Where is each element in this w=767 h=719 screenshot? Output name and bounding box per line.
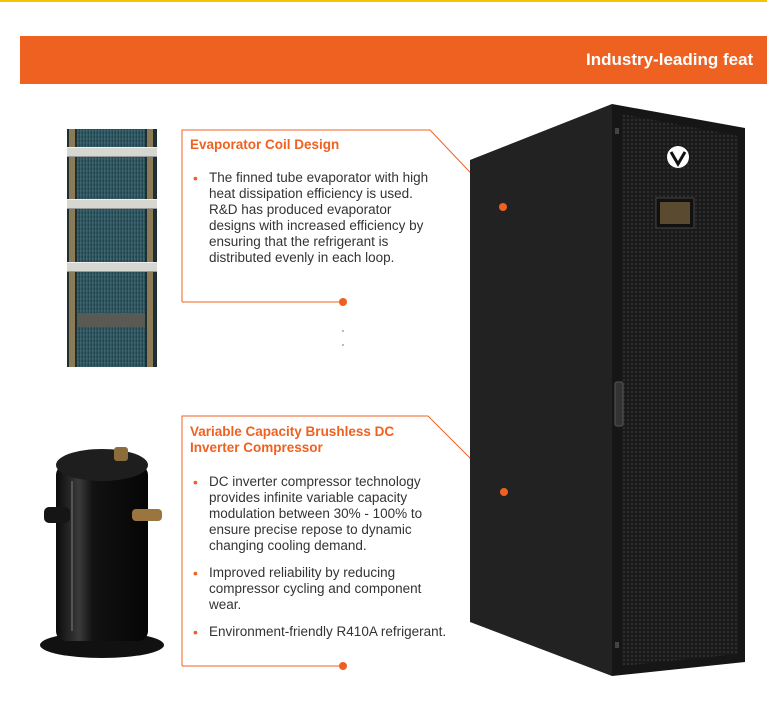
evaporator-callout-end-dot xyxy=(339,298,347,306)
evaporator-feature-title: Evaporator Coil Design xyxy=(190,137,340,152)
display-screen xyxy=(660,202,690,224)
coil-bracket xyxy=(67,147,157,157)
compressor-image xyxy=(40,447,164,658)
compressor-port xyxy=(44,507,70,523)
cooling-cabinet-image xyxy=(470,104,745,676)
coil-rail xyxy=(147,129,153,367)
coil-fins xyxy=(77,129,145,367)
vertiv-logo-mark xyxy=(669,151,687,167)
cabinet-side-panel xyxy=(470,104,612,676)
section-banner: Industry-leading feat xyxy=(20,36,767,84)
speck xyxy=(342,344,344,346)
section-title: Industry-leading feat xyxy=(586,50,754,69)
cabinet-perforated-door xyxy=(622,114,738,666)
compressor-title-line2: Inverter Compressor xyxy=(190,440,323,455)
compressor-bullet-list: DC inverter compressor technology provid… xyxy=(191,474,461,651)
coil-bracket xyxy=(67,199,157,209)
door-hinge xyxy=(615,642,619,648)
vertiv-logo-icon xyxy=(667,146,689,168)
compressor-shell xyxy=(56,465,148,641)
compressor-callout-line xyxy=(181,415,505,666)
compressor-top xyxy=(56,449,148,481)
door-handle xyxy=(614,381,624,427)
compressor-bullet: Improved reliability by reducing compres… xyxy=(191,565,441,613)
coil-band xyxy=(77,313,145,327)
compressor-bullet: DC inverter compressor technology provid… xyxy=(191,474,441,554)
evaporator-callout-dot xyxy=(499,203,507,211)
evaporator-bullet: The finned tube evaporator with high hea… xyxy=(191,170,431,266)
compressor-bullet: Environment-friendly R410A refrigerant. xyxy=(191,624,461,640)
compressor-callout-dot xyxy=(500,488,508,496)
compressor-valve xyxy=(114,447,128,461)
coil-bracket xyxy=(67,262,157,272)
evaporator-callout-line xyxy=(181,129,504,302)
coil-rail xyxy=(69,129,75,367)
compressor-title-line1: Variable Capacity Brushless DC xyxy=(190,424,395,439)
compressor-callout-end-dot xyxy=(339,662,347,670)
evaporator-bullet-list: The finned tube evaporator with high hea… xyxy=(191,170,431,277)
evaporator-coil-image xyxy=(67,129,157,367)
speck xyxy=(342,330,344,332)
door-hinge xyxy=(615,128,619,134)
compressor-pipe xyxy=(132,509,162,521)
coil-fins-shading xyxy=(77,129,145,367)
compressor-feature-title: Variable Capacity Brushless DC Inverter … xyxy=(190,424,430,456)
top-rule xyxy=(0,0,767,2)
